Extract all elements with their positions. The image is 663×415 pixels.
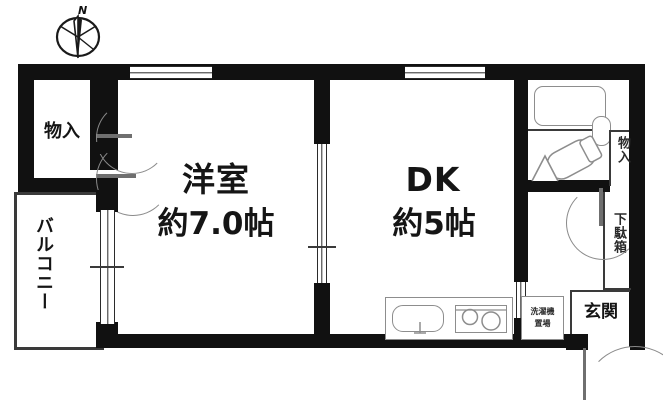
wall-storage-bottom xyxy=(18,178,118,192)
compass-north-letter: N xyxy=(78,4,88,17)
laundry-space xyxy=(521,296,564,340)
sliding-door-bedroom-dk-marker xyxy=(308,246,336,248)
balcony-label: バルコニー xyxy=(33,216,54,311)
laundry-label-line1: 洗濯機 xyxy=(530,307,555,316)
compass-glyph xyxy=(55,13,101,59)
kitchen-sink-icon xyxy=(392,305,444,332)
room-dk-area xyxy=(330,80,520,334)
storage-left-interior xyxy=(34,80,90,178)
wall-balcony-door-top-stub xyxy=(96,190,118,212)
door-bedroom-entry-arc xyxy=(96,142,170,216)
genkan-outline-left xyxy=(570,290,572,348)
wall-entrance-left-stub xyxy=(566,334,588,350)
closet-right-label: 物入 xyxy=(614,136,630,164)
wall-bathroom-left xyxy=(514,64,528,186)
sliding-door-balcony-marker xyxy=(90,266,124,268)
door-entrance-leaf[interactable] xyxy=(583,348,586,400)
genkan-outline-top xyxy=(570,290,630,292)
wall-balcony-door-bottom-stub xyxy=(96,322,118,348)
door-hall-closet-leaf[interactable] xyxy=(599,188,603,226)
balcony-outline-top xyxy=(14,192,100,195)
wall-center-upper xyxy=(314,64,330,144)
storage-right-outline-top xyxy=(609,130,629,132)
window-bedroom-north[interactable] xyxy=(130,66,212,79)
kitchen-faucet-icon xyxy=(414,322,426,334)
room-name-dk: DK xyxy=(405,160,461,199)
sliding-door-bedroom-dk[interactable] xyxy=(317,144,327,283)
bathroom-divider xyxy=(528,129,608,131)
door-entrance-arc xyxy=(583,346,663,415)
room-size-bedroom: 約7.0帖 xyxy=(157,206,275,242)
north-arrow-icon: N xyxy=(52,4,108,64)
room-name-bedroom: 洋室 xyxy=(182,160,250,199)
laundry-label-line2: 置場 xyxy=(534,319,551,328)
shoe-cabinet-outline-bottom xyxy=(603,288,631,290)
door-closet-left-hinge xyxy=(92,142,104,154)
wall-right xyxy=(629,64,645,347)
balcony-outline-left xyxy=(14,192,17,350)
balcony-outline-bottom xyxy=(14,347,104,350)
closet-left-label: 物入 xyxy=(44,121,80,142)
wall-dk-hall-upper xyxy=(514,186,528,282)
window-dk-north[interactable] xyxy=(405,66,485,79)
door-hall-closet-arc xyxy=(566,186,640,260)
wall-center-lower xyxy=(314,283,330,348)
room-size-dk: 約5帖 xyxy=(392,206,476,242)
cooktop-burners-icon xyxy=(455,308,507,331)
wall-left-upper xyxy=(18,64,34,190)
door-bathroom-icon[interactable] xyxy=(528,150,562,184)
entrance-label: 玄関 xyxy=(584,302,618,322)
storage-right-outline-left xyxy=(609,130,611,186)
